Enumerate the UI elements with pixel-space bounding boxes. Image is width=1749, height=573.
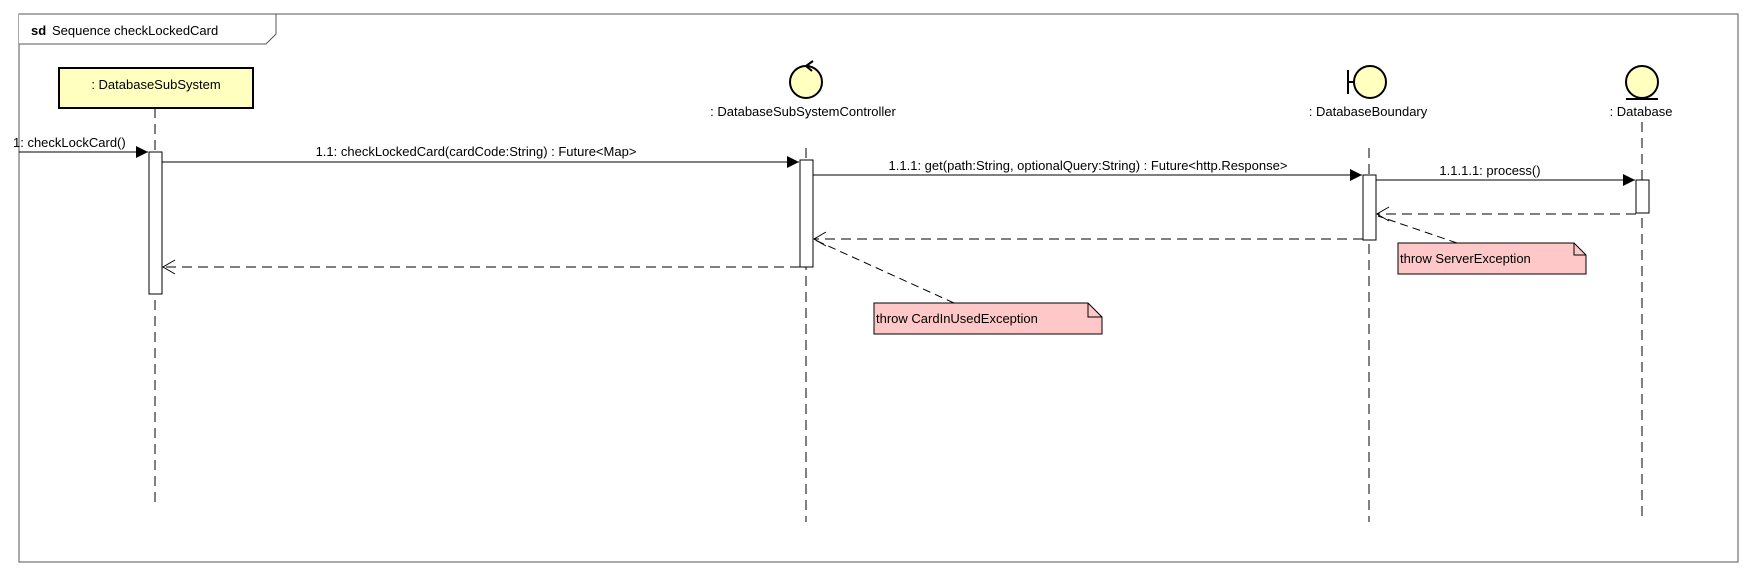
diagram-frame: sd Sequence checkLockedCard xyxy=(18,13,1739,563)
lifeline-database[interactable]: : Database xyxy=(1610,65,1673,522)
message-check-lock-card[interactable]: 1: checkLockCard() xyxy=(13,135,148,158)
entity-icon xyxy=(1625,65,1659,100)
message-label: 1: checkLockCard() xyxy=(13,135,126,150)
message-get[interactable]: 1.1.1: get(path:String, optionalQuery:St… xyxy=(813,158,1362,181)
lifeline-database-boundary[interactable]: : DatabaseBoundary xyxy=(1309,65,1428,522)
participant-label-controller: : DatabaseSubSystemController xyxy=(710,104,896,119)
note-connector xyxy=(814,239,955,304)
return-message-boundary[interactable] xyxy=(813,231,1363,247)
return-message-database[interactable] xyxy=(1376,206,1636,222)
note-card-in-used-exception[interactable]: throw CardInUsedException xyxy=(814,239,1103,335)
activation-bar xyxy=(799,159,814,268)
message-check-locked-card[interactable]: 1.1: checkLockedCard(cardCode:String) : … xyxy=(162,144,799,168)
message-label: 1.1.1.1: process() xyxy=(1439,163,1540,178)
lifeline-database-subsystem[interactable]: : DatabaseSubSystem xyxy=(58,67,254,508)
participant-label-database: : Database xyxy=(1610,104,1673,119)
activation-bar xyxy=(1635,179,1650,214)
lifeline-database-subsystem-controller[interactable]: : DatabaseSubSystemController xyxy=(710,60,897,522)
participant-box xyxy=(58,67,254,109)
note-connector xyxy=(1377,215,1458,244)
participant-label-subsystem: : DatabaseSubSystem xyxy=(91,77,220,92)
note-label: throw ServerException xyxy=(1400,251,1531,266)
return-message-controller[interactable] xyxy=(162,259,800,275)
activation-bar xyxy=(1362,174,1377,241)
message-process[interactable]: 1.1.1.1: process() xyxy=(1376,163,1635,186)
note-server-exception[interactable]: throw ServerException xyxy=(1377,215,1587,275)
boundary-icon xyxy=(1347,65,1387,99)
note-label: throw CardInUsedException xyxy=(876,311,1038,326)
frame-title: Sequence checkLockedCard xyxy=(52,23,218,38)
control-icon xyxy=(789,60,823,99)
frame-keyword: sd xyxy=(31,23,46,38)
participant-label-boundary: : DatabaseBoundary xyxy=(1309,104,1428,119)
message-label: 1.1: checkLockedCard(cardCode:String) : … xyxy=(316,144,637,159)
activation-bar xyxy=(148,151,163,295)
message-label: 1.1.1: get(path:String, optionalQuery:St… xyxy=(889,158,1288,173)
